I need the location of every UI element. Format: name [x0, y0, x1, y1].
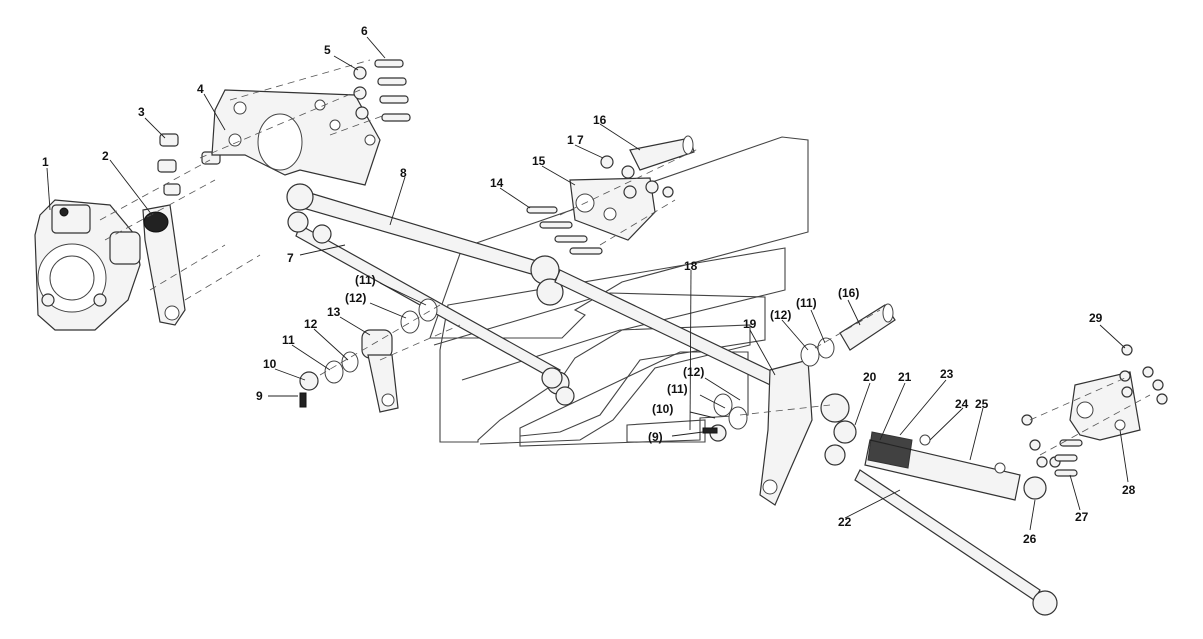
label-18: 18: [684, 259, 698, 273]
bracket-right: [1021, 344, 1168, 477]
bolts-3: [157, 133, 221, 196]
label-10: 10: [263, 357, 277, 371]
label-1: 1: [42, 155, 49, 169]
steering-gear: [34, 199, 141, 331]
label-27: 27: [1075, 510, 1089, 524]
tie-rod-22: [854, 469, 1058, 616]
label-24: 24: [955, 397, 969, 411]
label-11-ref-c: (11): [667, 382, 688, 396]
label-3: 3: [138, 105, 145, 119]
label-19: 19: [743, 317, 757, 331]
label-5: 5: [324, 43, 331, 57]
label-12-ref-b: (12): [770, 308, 791, 322]
bracket: [211, 89, 381, 186]
label-16-ref: (16): [838, 286, 859, 300]
alignment-lines: [99, 59, 1151, 456]
label-2: 2: [102, 149, 109, 163]
label-13: 13: [327, 305, 341, 319]
callout-labels: 1 2 3 4 5 6 7 8 9 10 11 12 13 14 15 16 1…: [42, 24, 1136, 546]
label-29: 29: [1089, 311, 1103, 325]
label-12-ref-c: (12): [683, 365, 704, 379]
washers-left: [299, 298, 438, 408]
idler-arm-right: [759, 359, 850, 506]
label-17: 1 7: [567, 133, 584, 147]
label-4: 4: [197, 82, 204, 96]
label-8: 8: [400, 166, 407, 180]
label-11-ref-a: (11): [355, 273, 376, 287]
label-26: 26: [1023, 532, 1037, 546]
label-9-ref: (9): [648, 430, 663, 444]
sleeve-right: [702, 303, 896, 442]
center-link: [541, 269, 791, 406]
label-25: 25: [975, 397, 989, 411]
power-cylinder: [824, 420, 1047, 501]
label-11: 11: [282, 333, 295, 347]
label-7: 7: [287, 251, 294, 265]
label-21: 21: [898, 370, 912, 384]
label-28: 28: [1122, 483, 1136, 497]
leader-lines: [46, 36, 1129, 531]
label-15: 15: [532, 154, 546, 168]
label-23: 23: [940, 367, 954, 381]
drag-link: [286, 183, 564, 306]
label-22: 22: [838, 515, 852, 529]
label-14: 14: [490, 176, 504, 190]
nuts-5-bolts-6: [353, 59, 411, 122]
label-12: 12: [304, 317, 318, 331]
pitman-arm: [142, 204, 186, 326]
label-11-ref-b: (11): [796, 296, 817, 310]
idler-arm: [361, 329, 399, 413]
label-9: 9: [256, 389, 263, 403]
label-12-ref-a: (12): [345, 291, 366, 305]
label-20: 20: [863, 370, 877, 384]
label-6: 6: [361, 24, 368, 38]
label-10-ref: (10): [652, 402, 673, 416]
label-16: 16: [593, 113, 607, 127]
plate-assembly: [526, 135, 695, 255]
